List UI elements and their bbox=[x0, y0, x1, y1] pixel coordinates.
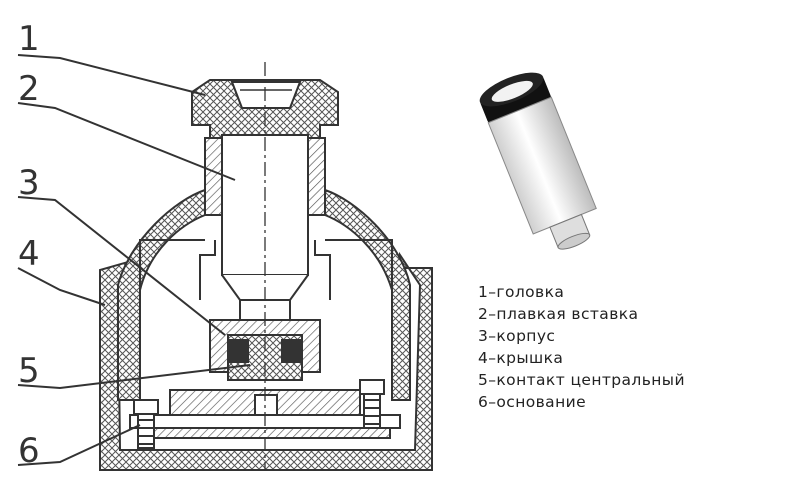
legend-item: 1–головка bbox=[478, 283, 565, 301]
legend-item: 2–плавкая вставка bbox=[478, 305, 639, 323]
screw-left bbox=[133, 399, 159, 449]
head-part bbox=[191, 79, 339, 139]
fuse-cartridge-image bbox=[479, 72, 597, 250]
callout-1: 1 bbox=[18, 19, 40, 59]
inner-outline bbox=[139, 239, 393, 300]
legend-item: 5–контакт центральный bbox=[478, 371, 685, 389]
callout-4: 4 bbox=[18, 234, 40, 274]
legend-item: 4–крышка bbox=[478, 349, 564, 367]
callout-3: 3 bbox=[18, 163, 40, 203]
leader-lines bbox=[17, 54, 251, 466]
callout-6: 6 bbox=[18, 431, 40, 471]
callout-2: 2 bbox=[18, 69, 40, 109]
callout-5: 5 bbox=[18, 351, 40, 391]
screw-right bbox=[359, 379, 385, 429]
callout-numbers: 1 2 3 4 5 6 bbox=[18, 19, 40, 471]
legend-item: 3–корпус bbox=[478, 327, 556, 345]
legend: 1–головка 2–плавкая вставка 3–корпус 4–к… bbox=[478, 281, 685, 413]
legend-item: 6–основание bbox=[478, 393, 587, 411]
